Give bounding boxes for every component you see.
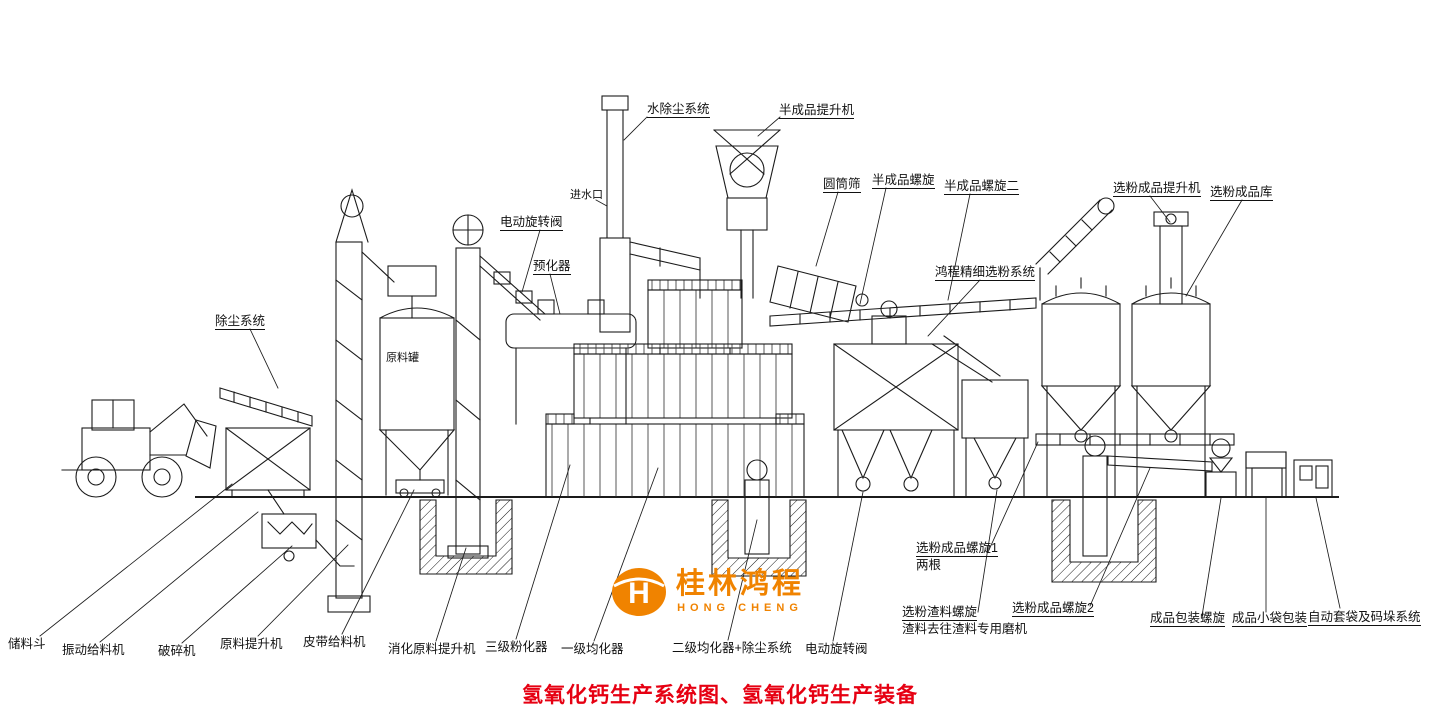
watermark: H 桂林鸿程 HONG CHENG (610, 566, 804, 618)
page-title: 氢氧化钙生产系统图、氢氧化钙生产装备 (522, 684, 918, 707)
label-powder-product-elevator: 选粉成品提升机 (1113, 181, 1201, 198)
fine-classifier-system (833, 300, 1029, 498)
silo-discharge-screws (1035, 433, 1235, 472)
label-semi-product-elevator: 半成品提升机 (779, 103, 855, 120)
label-digestion-elevator: 消化原料提升机 (388, 642, 476, 656)
semi-product-elevator (713, 129, 781, 299)
label-pre-digester: 预化器 (533, 259, 571, 276)
hongcheng-logo-icon: H (612, 568, 666, 616)
label-belt-feeder: 皮带给料机 (303, 635, 366, 649)
label-water-inlet: 进水口 (570, 189, 603, 201)
label-first-stage-homogenizer: 一级均化器 (561, 642, 624, 656)
label-packing-screw: 成品包装螺旋 (1150, 611, 1226, 628)
semi-product-screw-conveyor (769, 297, 1037, 327)
label-powder-screw-1-note: 两根 (916, 558, 942, 572)
watermark-cn-text: 桂林鸿程 (676, 568, 805, 600)
label-slag-screw: 选粉渣料螺旋 (902, 605, 978, 622)
label-electric-rotary-valve-top: 电动旋转阀 (500, 215, 563, 232)
label-raw-material-tank: 原料罐 (386, 352, 419, 364)
label-dust-removal-system: 除尘系统 (215, 314, 266, 331)
label-crusher: 破碎机 (158, 644, 196, 658)
label-auto-bagging-palletizing: 自动套袋及码垛系统 (1308, 610, 1421, 627)
label-drum-sieve: 圆筒筛 (823, 177, 861, 194)
label-powder-product-screw-1: 选粉成品螺旋1 (916, 541, 998, 558)
label-third-stage-pulverizer: 三级粉化器 (485, 640, 548, 654)
label-storage-hopper: 储料斗 (8, 637, 46, 651)
label-small-bag-packing: 成品小袋包装 (1232, 611, 1308, 628)
leader-lines (39, 116, 1341, 644)
svg-text:H: H (628, 577, 650, 610)
packing-machines (1205, 438, 1333, 498)
raw-material-elevator (327, 188, 395, 613)
crusher-unit (261, 489, 355, 567)
label-second-stage-homogenizer: 二级均化器+除尘系统 (672, 641, 792, 655)
label-slag-destination-note: 渣料去往渣料专用磨机 (902, 622, 1028, 636)
wheel-loader (61, 399, 217, 498)
watermark-en-text: HONG CHENG (677, 602, 803, 614)
label-powder-product-screw-2: 选粉成品螺旋2 (1012, 601, 1094, 618)
label-semi-product-screw-2: 半成品螺旋二 (944, 179, 1020, 196)
label-water-dust-system: 水除尘系统 (647, 102, 710, 119)
pit-elevators (744, 435, 1108, 557)
drum-sieve (769, 265, 869, 323)
label-powder-product-silo: 选粉成品库 (1210, 185, 1273, 202)
product-silos (1040, 277, 1212, 498)
label-raw-material-elevator: 原料提升机 (220, 637, 283, 651)
label-electric-rotary-valve-bottom: 电动旋转阀 (805, 642, 868, 656)
label-semi-product-screw-1: 半成品螺旋 (872, 173, 935, 190)
raw-material-tank (378, 265, 456, 498)
silo-top-elevator (1035, 197, 1189, 305)
storage-hopper-screen (219, 387, 313, 498)
label-hc-fine-classifier: 鸿程精细选粉系统 (935, 265, 1036, 282)
ground-pits (419, 499, 1157, 583)
label-vibrating-feeder: 振动给料机 (62, 643, 125, 657)
